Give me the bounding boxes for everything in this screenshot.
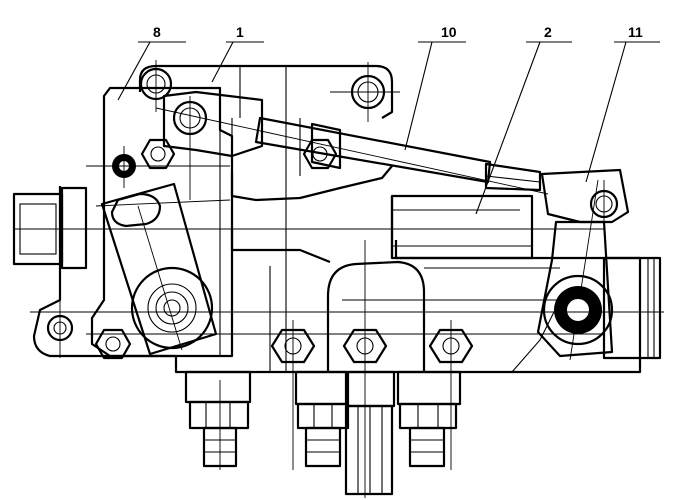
callout-11: 11 bbox=[585, 24, 660, 183]
bolt-hex-left bbox=[140, 138, 176, 170]
bolt-plate-lower bbox=[94, 328, 132, 360]
left-lever bbox=[95, 182, 231, 356]
outlet-fitting-1 bbox=[184, 370, 252, 468]
outlet-fitting-4 bbox=[396, 370, 462, 468]
callout-2: 2 bbox=[475, 24, 572, 215]
link-rod bbox=[155, 90, 549, 195]
center-lines bbox=[14, 60, 664, 498]
pivot-main-left bbox=[130, 266, 214, 350]
callout-label-2: 2 bbox=[544, 24, 552, 40]
bolt-hex-center bbox=[302, 138, 338, 170]
callout-8: 8 bbox=[117, 24, 186, 101]
outlet-fitting-3 bbox=[344, 370, 396, 496]
callout-label-11: 11 bbox=[628, 24, 643, 40]
pivot-main-right bbox=[542, 274, 614, 346]
governor-plate bbox=[90, 86, 234, 358]
callout-label-8: 8 bbox=[153, 24, 161, 40]
outlet-fitting-2 bbox=[294, 370, 350, 468]
outlet-fittings bbox=[184, 370, 462, 496]
callout-label-1: 1 bbox=[236, 24, 244, 40]
callout-10: 10 bbox=[404, 24, 466, 151]
callout-1: 1 bbox=[211, 24, 264, 83]
callout-label-10: 10 bbox=[441, 24, 457, 40]
